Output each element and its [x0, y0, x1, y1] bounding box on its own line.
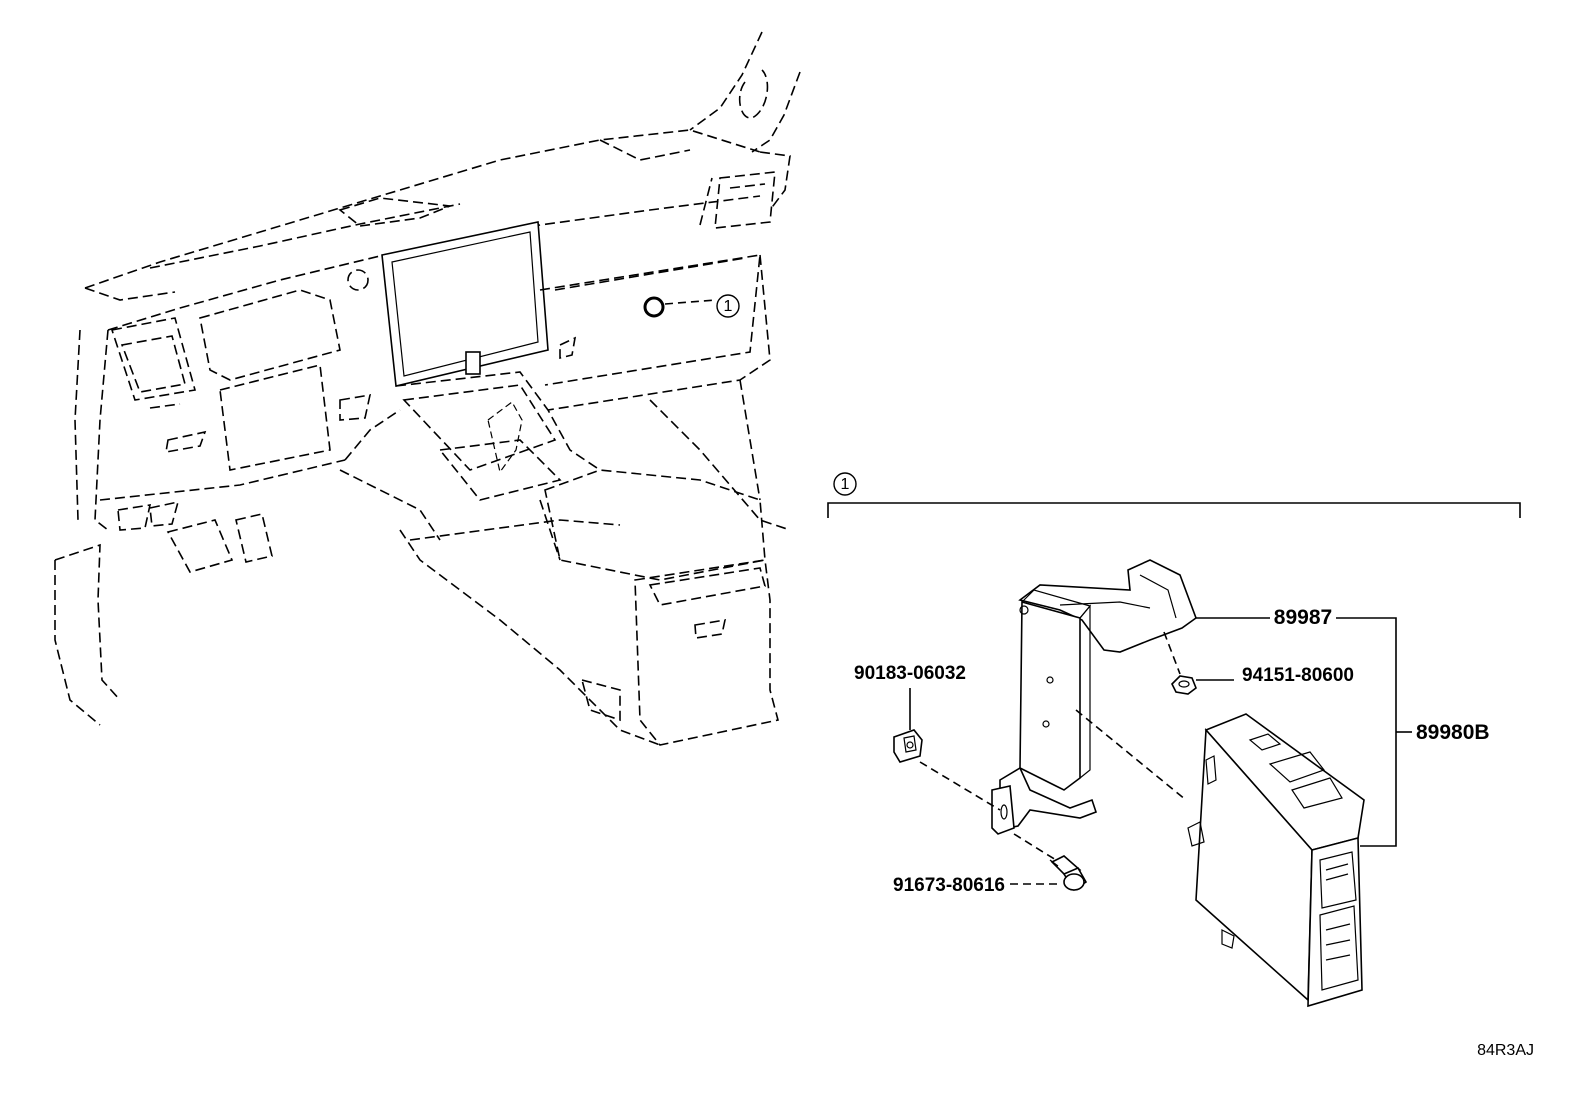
ecu-bracket [991, 559, 1197, 835]
part-number-bolt[interactable]: 91673-80616 [893, 875, 1005, 896]
location-marker-icon [643, 296, 665, 318]
group-callout-icon [833, 472, 857, 496]
group-callout-label: 1 [841, 476, 850, 493]
clip-nut-90183-06032 [893, 729, 923, 763]
drawing-code: 84R3AJ [1477, 1042, 1534, 1059]
bolt-91673-80616 [1049, 855, 1088, 892]
leader-lines [909, 617, 1412, 885]
ecu-module-89980B [1187, 713, 1365, 1008]
group-bracket [827, 472, 1521, 518]
nut-94151-80600 [1171, 675, 1197, 695]
reference-callout-label: 1 [724, 298, 733, 315]
part-number-clip-nut[interactable]: 90183-06032 [854, 663, 966, 684]
reference-callout-icon [716, 294, 740, 318]
part-number-ecu[interactable]: 89980B [1416, 721, 1490, 744]
part-number-bracket[interactable]: 89987 [1274, 606, 1332, 629]
dashboard-illustration [54, 31, 801, 746]
part-number-nut[interactable]: 94151-80600 [1242, 665, 1354, 686]
